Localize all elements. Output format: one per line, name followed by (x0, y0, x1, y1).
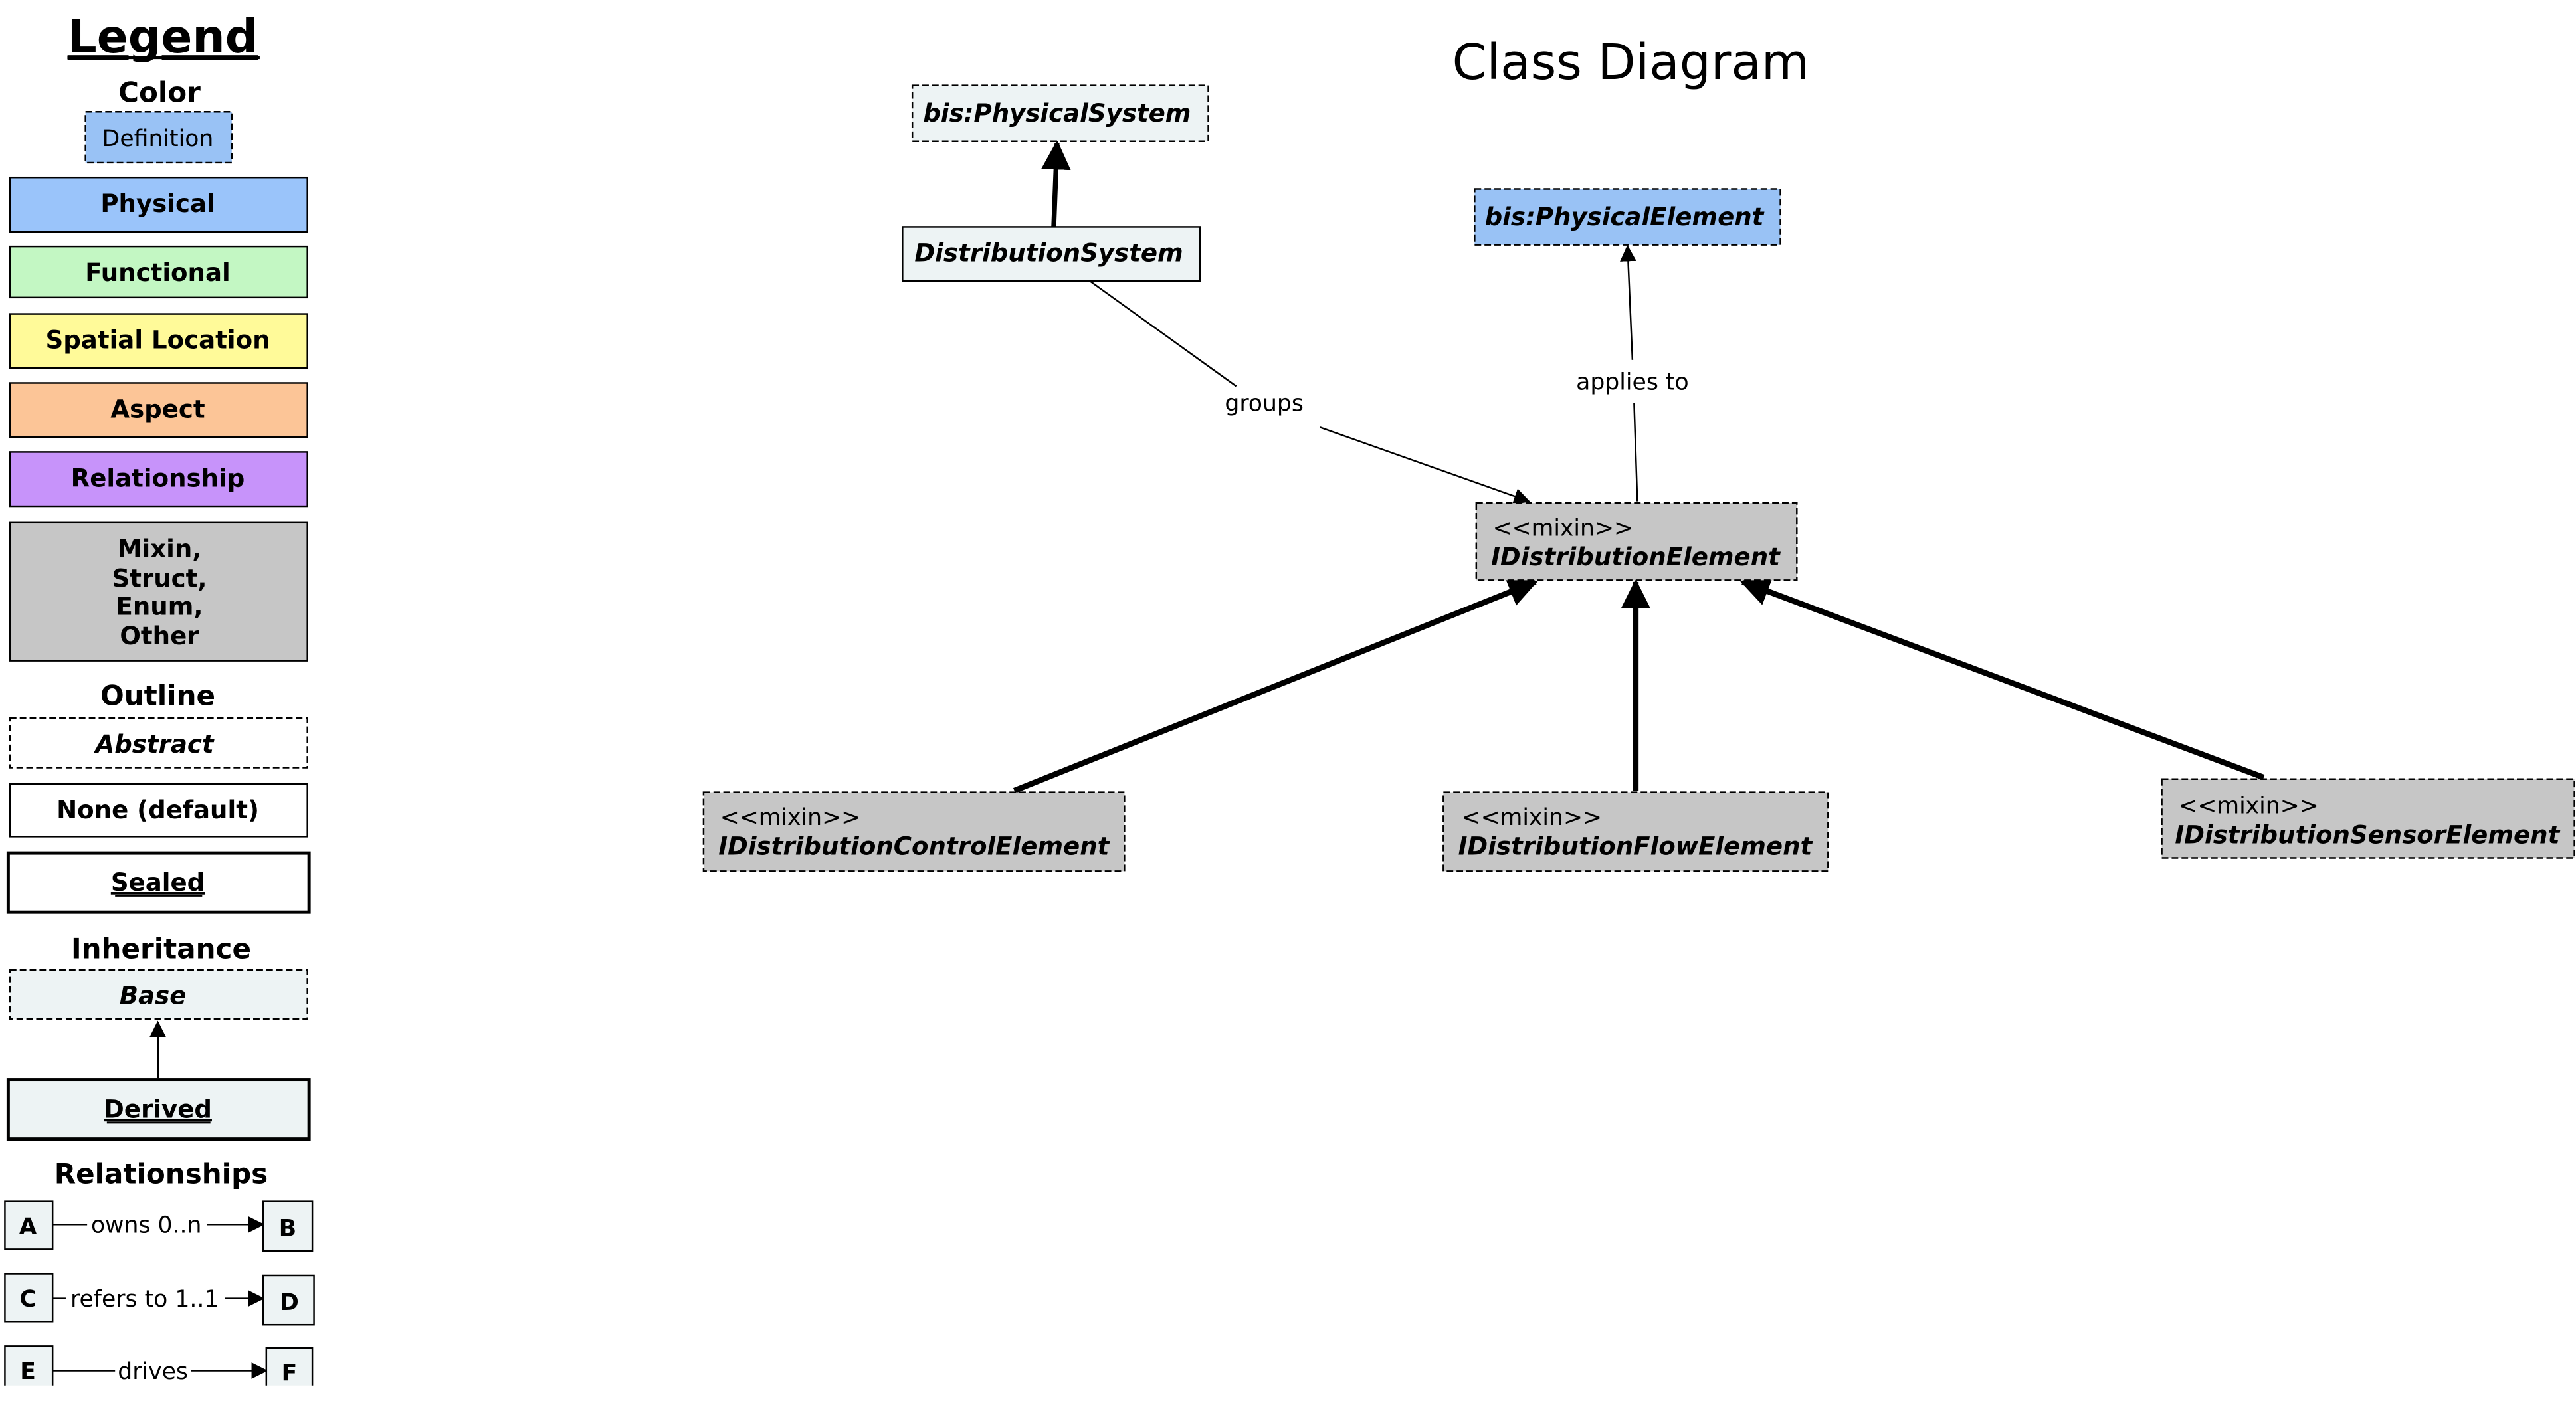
edge-applies-to-line-upper (1620, 244, 1636, 360)
edge-groups-line-lower (1320, 426, 1531, 504)
legend: Legend Color Definition Physical Functio… (4, 11, 315, 1386)
legend-rel-a-text: owns 0..n (91, 1212, 201, 1239)
edge-sensor-inherits-distribution-element (1739, 577, 2265, 781)
legend-rel-c-text: refers to 1..1 (70, 1286, 219, 1313)
legend-rel-a-label: A (19, 1214, 37, 1240)
legend-inheritance-heading: Inheritance (71, 932, 251, 965)
node-physical-element-label: bis:PhysicalElement (1485, 203, 1765, 231)
legend-relationship-label: Relationship (71, 464, 245, 492)
node-i-sensor-stereotype: <<mixin>> (2178, 793, 2318, 820)
node-distribution-system-label: DistributionSystem (914, 238, 1183, 267)
node-i-distribution-element[interactable]: <<mixin>> IDistributionElement (1475, 502, 1798, 581)
node-i-sensor-label: IDistributionSensorElement (2175, 820, 2560, 849)
legend-title: Legend (68, 11, 258, 64)
legend-rel-f-label: F (282, 1360, 298, 1385)
legend-derived-label: Derived (104, 1095, 212, 1123)
legend-rel-c-label: C (19, 1286, 36, 1313)
node-distribution-system[interactable]: DistributionSystem (902, 226, 1201, 282)
legend-rel-e-text: drives (118, 1358, 188, 1385)
legend-rel-b-label: B (279, 1216, 296, 1242)
legend-rel-e-label: E (20, 1358, 36, 1385)
legend-rel-a-box (4, 1200, 54, 1250)
node-i-control[interactable]: <<mixin>> IDistributionControlElement (702, 791, 1126, 872)
legend-mixin-line-2: Struct, (112, 564, 207, 593)
legend-rel-d-label: D (280, 1289, 299, 1316)
edge-applies-to-label: applies to (1576, 369, 1689, 395)
legend-mixin-line-3: Enum, (116, 592, 203, 620)
legend-rel-d-box (262, 1274, 315, 1326)
legend-base-label: Base (120, 982, 187, 1010)
legend-sealed-label: Sealed (111, 868, 205, 897)
legend-outline-heading: Outline (100, 679, 215, 711)
legend-abstract-box (9, 717, 308, 769)
legend-mixin-line-4: Other (120, 622, 199, 650)
legend-rel-f-box (265, 1347, 314, 1386)
legend-rel-b-box (262, 1200, 314, 1252)
legend-definition-label: Definition (102, 126, 214, 152)
diagram-title: Class Diagram (1452, 33, 1810, 91)
legend-spatial-box (9, 313, 308, 369)
legend-relationship-box (9, 451, 308, 508)
legend-none-box (9, 783, 308, 838)
node-i-control-label: IDistributionControlElement (718, 832, 1110, 861)
legend-color-heading: Color (118, 76, 201, 108)
legend-definition-box (84, 111, 233, 164)
node-i-flow-stereotype: <<mixin>> (1462, 804, 1602, 831)
legend-physical-label: Physical (100, 189, 215, 218)
legend-spatial-label: Spatial Location (46, 326, 270, 355)
node-i-flow-label: IDistributionFlowElement (1458, 832, 1813, 861)
legend-functional-label: Functional (85, 258, 230, 287)
legend-base-box (9, 969, 308, 1020)
edge-applies-to-line-lower (1633, 403, 1638, 502)
legend-functional-box (9, 245, 308, 299)
legend-rel-e-box (4, 1345, 54, 1386)
node-physical-system-label: bis:PhysicalSystem (923, 99, 1191, 128)
node-i-control-stereotype: <<mixin>> (720, 804, 860, 831)
node-physical-system[interactable]: bis:PhysicalSystem (911, 84, 1209, 143)
legend-abstract-label: Abstract (93, 730, 214, 759)
legend-aspect-label: Aspect (110, 395, 205, 423)
legend-relationships-heading: Relationships (54, 1157, 268, 1190)
node-i-flow[interactable]: <<mixin>> IDistributionFlowElement (1442, 791, 1829, 872)
node-physical-element[interactable]: bis:PhysicalElement (1474, 188, 1781, 246)
node-i-distribution-element-label: IDistributionElement (1491, 543, 1781, 571)
edge-distribution-system-inherits-physical-system (1041, 140, 1071, 227)
legend-derived-box (6, 1078, 311, 1141)
legend-physical-box (9, 176, 308, 233)
edge-groups-line-upper (1089, 280, 1237, 387)
node-i-sensor[interactable]: <<mixin>> IDistributionSensorElement (2161, 778, 2575, 859)
legend-none-label: None (default) (56, 796, 259, 824)
diagram-edges: groups applies to (1013, 140, 2265, 794)
legend-sealed-box (6, 851, 311, 914)
node-i-distribution-element-stereotype: <<mixin>> (1493, 515, 1633, 542)
legend-mixin-line-1: Mixin, (118, 535, 202, 563)
edge-control-inherits-distribution-element (1013, 578, 1539, 794)
legend-mixin-box (9, 521, 308, 662)
legend-aspect-box (9, 382, 308, 438)
edge-groups-label: groups (1225, 391, 1304, 417)
